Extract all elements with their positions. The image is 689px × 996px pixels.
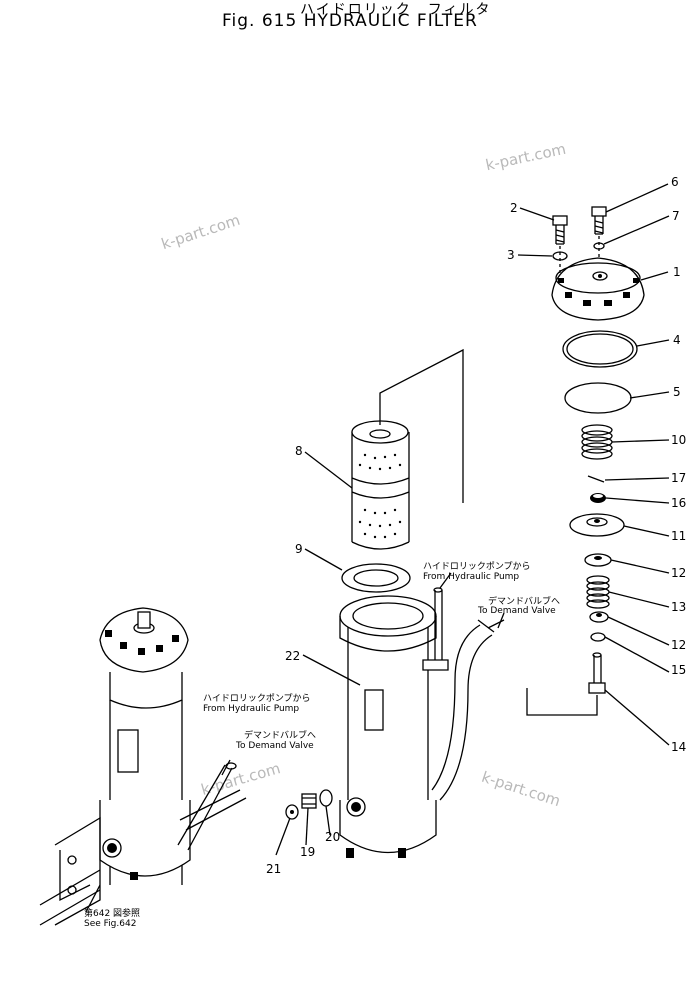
callout-3: 3 [507, 248, 515, 262]
washer-part-12 [584, 553, 612, 567]
seal-ring-part-4 [562, 330, 638, 368]
callout-2: 2 [510, 201, 518, 215]
gasket-part-9 [341, 563, 411, 593]
callout-20: 20 [325, 830, 341, 844]
spring-part-13 [586, 575, 610, 609]
callout-9: 9 [295, 542, 303, 556]
see-fig-label-jp: 第642 図参照 [84, 909, 141, 919]
rod-part-14 [588, 652, 606, 694]
callout-17: 17 [671, 471, 687, 485]
callout-12: 12 [671, 638, 687, 652]
callout-19: 19 [300, 845, 316, 859]
callout-22: 22 [285, 649, 301, 663]
fitting-part-19 [301, 793, 317, 809]
filter-housing-part-22 [339, 587, 495, 858]
bolt-part-6 [591, 206, 607, 235]
cover-part-1 [551, 257, 645, 321]
callout-4: 4 [673, 333, 681, 347]
from-pump-label: From Hydraulic Pump [423, 572, 520, 582]
bolt-part-2 [552, 215, 568, 245]
washer-part-15 [590, 632, 606, 642]
from-pump-label: From Hydraulic Pump [203, 704, 300, 714]
callout-15: 15 [671, 663, 687, 677]
assembled-filter [39, 607, 247, 926]
callout-21: 21 [266, 862, 282, 876]
callout-12: 12 [671, 566, 687, 580]
callout-7: 7 [672, 209, 680, 223]
to-demand-label-jp: デマンドバルブへ [488, 597, 561, 607]
title-japanese: ハイドロリック フィルタ [300, 2, 492, 18]
spring-part-10 [581, 424, 613, 460]
to-demand-label-jp: デマンドバルブへ [244, 731, 317, 741]
nut-part-16 [590, 493, 606, 503]
pin-part-17 [587, 475, 605, 483]
callout-6: 6 [671, 175, 679, 189]
callout-8: 8 [295, 444, 303, 458]
to-demand-label: To Demand Valve [478, 606, 556, 616]
to-demand-label: To Demand Valve [236, 741, 314, 751]
leader-lines [221, 183, 670, 856]
filter-element-part-8 [351, 420, 410, 550]
callout-5: 5 [673, 385, 681, 399]
callout-14: 14 [671, 740, 687, 754]
callout-10: 10 [671, 433, 687, 447]
callout-11: 11 [671, 529, 687, 543]
callout-1: 1 [673, 265, 681, 279]
callout-13: 13 [671, 600, 687, 614]
valve-disc-part-11 [569, 513, 625, 537]
figure-title: Fig. 615 HYDRAULIC FILTER [222, 11, 478, 31]
callout-16: 16 [671, 496, 687, 510]
o-ring-part-5 [564, 382, 632, 414]
from-pump-label-jp: ハイドロリックポンプから [203, 694, 311, 704]
plug-part-21 [285, 804, 299, 820]
seal-part-20 [319, 789, 333, 807]
from-pump-label-jp: ハイドロリックポンプから [423, 562, 531, 572]
washer-part-12 [589, 611, 609, 623]
see-fig-label: See Fig.642 [84, 919, 137, 929]
